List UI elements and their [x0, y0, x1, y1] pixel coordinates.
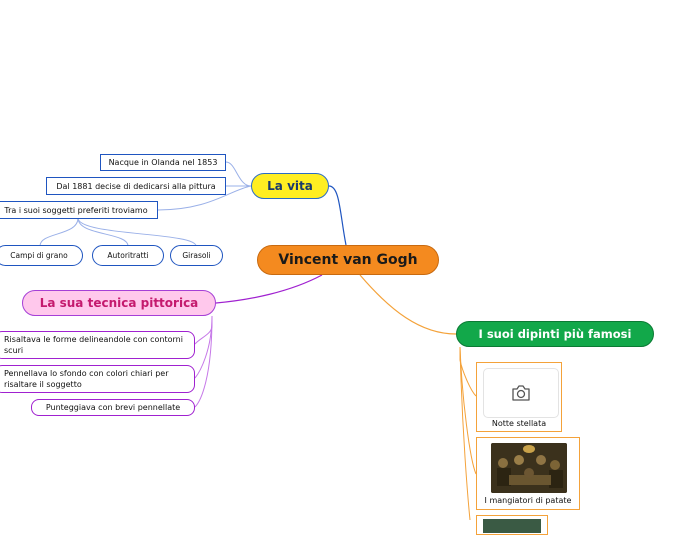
painting-caption: Notte stellata — [477, 419, 561, 428]
central-topic[interactable]: Vincent van Gogh — [257, 245, 439, 275]
subject-label: Autoritratti — [107, 251, 148, 260]
subtopic-nacque[interactable]: Nacque in Olanda nel 1853 — [100, 154, 226, 171]
subtopic-label: Pennellava lo sfondo con colori chiari p… — [0, 368, 189, 390]
subject-label: Girasoli — [182, 251, 210, 260]
subtopic-label: Tra i suoi soggetti preferiti troviamo — [4, 206, 147, 215]
central-topic-label: Vincent van Gogh — [278, 252, 417, 268]
subtopic-label: Nacque in Olanda nel 1853 — [109, 158, 218, 167]
subject-autoritratti[interactable]: Autoritratti — [92, 245, 164, 266]
image-placeholder — [483, 368, 559, 418]
topic-la-vita-label: La vita — [267, 179, 313, 193]
painting-thumbnail — [483, 519, 541, 533]
painting-caption: I mangiatori di patate — [477, 496, 579, 505]
topic-tecnica-pittorica[interactable]: La sua tecnica pittorica — [22, 290, 216, 316]
subtopic-contorni[interactable]: Risaltava le forme delineandole con cont… — [0, 331, 195, 359]
subject-label: Campi di grano — [10, 251, 67, 260]
subtopic-sfondo[interactable]: Pennellava lo sfondo con colori chiari p… — [0, 365, 195, 393]
painting-card-partial[interactable] — [476, 515, 548, 535]
painting-thumbnail — [491, 443, 567, 493]
subtopic-label: Risaltava le forme delineandole con cont… — [0, 334, 189, 356]
topic-la-vita[interactable]: La vita — [251, 173, 329, 199]
link-central-vita — [329, 186, 346, 245]
potato-eaters-image — [491, 443, 567, 493]
subtopic-dal-1881[interactable]: Dal 1881 decise di dedicarsi alla pittur… — [46, 177, 226, 195]
link-central-tecnica — [216, 275, 322, 303]
subtopic-punteggiava[interactable]: Punteggiava con brevi pennellate — [31, 399, 195, 416]
link-central-dipinti — [360, 275, 456, 334]
subtopic-label: Punteggiava con brevi pennellate — [46, 402, 180, 413]
subject-girasoli[interactable]: Girasoli — [170, 245, 223, 266]
topic-dipinti-famosi[interactable]: I suoi dipinti più famosi — [456, 321, 654, 347]
subtopic-label: Dal 1881 decise di dedicarsi alla pittur… — [56, 182, 215, 191]
painting-card-mangiatori-di-patate[interactable]: I mangiatori di patate — [476, 437, 580, 510]
painting-card-notte-stellata[interactable]: Notte stellata — [476, 362, 562, 432]
camera-icon — [511, 384, 531, 402]
topic-tecnica-label: La sua tecnica pittorica — [40, 296, 199, 310]
subject-campi-di-grano[interactable]: Campi di grano — [0, 245, 83, 266]
subtopic-soggetti[interactable]: Tra i suoi soggetti preferiti troviamo — [0, 201, 158, 219]
topic-dipinti-label: I suoi dipinti più famosi — [479, 327, 632, 341]
